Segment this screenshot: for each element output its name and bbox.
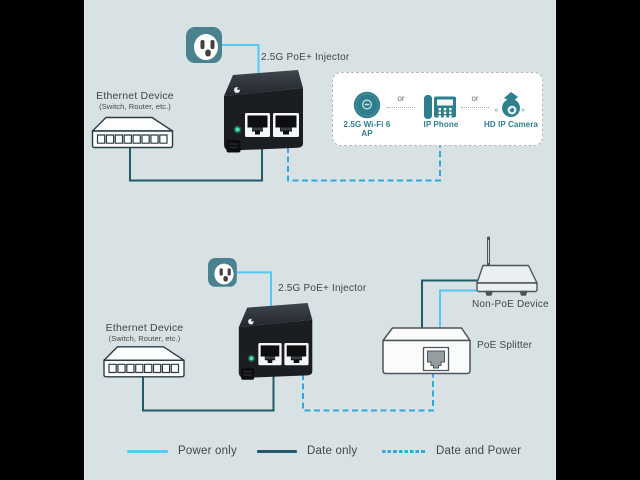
data-power-line-bottom <box>302 371 434 412</box>
poe-splitter-label: PoE Splitter <box>477 340 533 351</box>
ethernet-switch-illustration <box>103 346 185 378</box>
ethernet-switch-illustration <box>91 116 174 149</box>
ethernet-device-label-bottom: Ethernet Device (Switch, Router, etc.) <box>103 322 186 343</box>
power-line-top <box>222 44 260 80</box>
power-line-bottom <box>236 271 272 308</box>
poe-injector-illustration <box>238 303 313 380</box>
non-poe-device-illustration <box>476 236 538 296</box>
ethernet-device-subtitle: (Switch, Router, etc.) <box>99 102 171 111</box>
data-line-swatch <box>257 450 297 453</box>
ip-camera-label: HD IP Camera <box>484 119 538 129</box>
svg-text:«: « <box>495 107 499 114</box>
poe-injector-illustration <box>224 70 303 153</box>
legend-label: Power only <box>178 445 237 457</box>
non-poe-device-label: Non-PoE Device <box>472 299 549 310</box>
legend-item-data-only: Date only <box>257 444 357 459</box>
wifi-ap-label: 2.5G Wi-Fi 6 AP <box>343 119 391 138</box>
data-power-line-swatch <box>382 450 426 453</box>
power-outlet-icon <box>186 27 222 63</box>
data-power-line-top <box>287 145 441 182</box>
diagram-canvas: 2.5G PoE+ Injector Ethernet Device (Swit… <box>84 0 556 480</box>
poe-splitter-illustration <box>382 327 471 375</box>
power-outlet-icon <box>208 258 237 287</box>
diagram-artwork <box>91 27 538 412</box>
injector-label-bottom: 2.5G PoE+ Injector <box>278 283 367 294</box>
ethernet-device-title: Ethernet Device <box>105 322 184 334</box>
legend-item-power-only: Power only <box>127 444 237 459</box>
power-line-swatch <box>127 450 168 453</box>
injector-label-top: 2.5G PoE+ Injector <box>261 52 350 63</box>
ip-phone-icon <box>424 94 456 119</box>
ip-camera-icon: « » <box>495 91 525 117</box>
legend-label: Date and Power <box>436 445 522 457</box>
data-line-bottom <box>142 374 275 412</box>
or-separator: or <box>461 94 489 108</box>
power-line-splitter <box>439 289 478 334</box>
wifi-ap-icon <box>353 91 381 118</box>
ethernet-device-subtitle: (Switch, Router, etc.) <box>108 334 181 343</box>
legend-label: Date only <box>307 445 358 457</box>
data-line-splitter <box>421 279 478 334</box>
or-separator: or <box>387 94 415 108</box>
svg-text:»: » <box>521 107 525 114</box>
data-line-top <box>129 147 263 182</box>
powered-devices-box: or or « » 2.5G Wi <box>332 71 543 146</box>
legend-item-data-and-power: Date and Power <box>382 444 521 459</box>
ip-phone-label: IP Phone <box>423 119 459 129</box>
ethernet-device-label-top: Ethernet Device (Switch, Router, etc.) <box>92 90 178 111</box>
ethernet-device-title: Ethernet Device <box>96 90 174 102</box>
